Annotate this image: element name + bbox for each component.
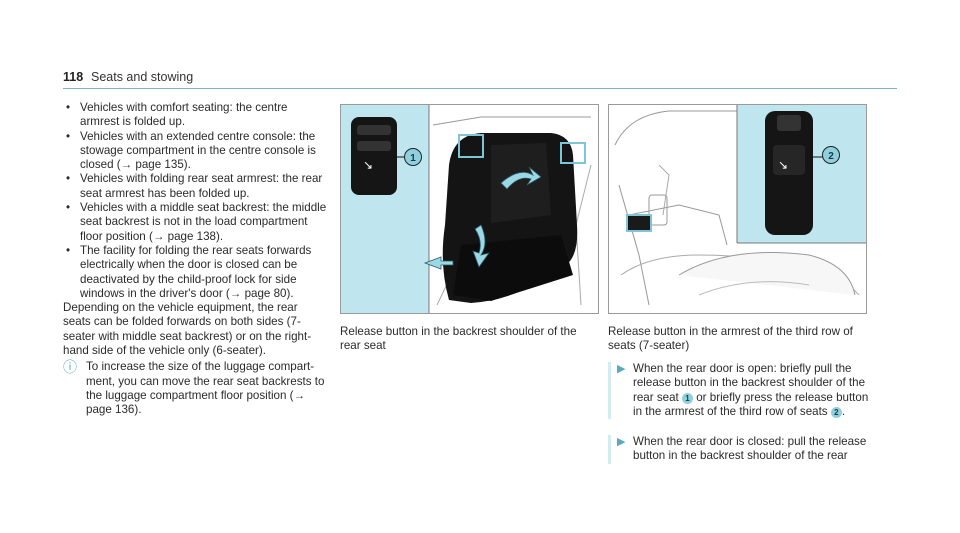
figure-1-caption: Release button in the backrest shoulder … [340,325,577,353]
figure-rear-seat: ↘ 1 [340,104,599,314]
svg-text:↘: ↘ [363,158,373,172]
page-header: 118 Seats and stowing [63,66,897,89]
figure-third-row: ↘ 2 [608,104,867,314]
svg-text:1: 1 [410,153,416,164]
step-arrow-icon: ▶ [617,363,626,375]
svg-text:2: 2 [828,151,834,162]
list-item: •Vehicles with a middle seat backrest: t… [66,201,327,243]
figure-2-caption: Release button in the armrest of the thi… [608,325,853,353]
callout-1 [404,148,422,166]
instruction-step: ▶ When the rear door is open: briefly pu… [608,362,870,420]
section-title: Seats and stowing [91,70,194,84]
list-item: •The facility for folding the rear seats… [66,243,312,300]
page-number: 118 [63,70,84,84]
step-arrow-icon: ▶ [617,436,626,449]
callout-badge-2: 2 [830,406,842,418]
info-icon: ⓘ [63,359,77,376]
third-row-illustration: ↘ 2 [614,105,866,306]
callout-badge-1: 1 [682,392,693,404]
list-item: •Vehicles with comfort seating: the cent… [66,101,288,129]
release-button-closeup [351,117,397,195]
body-paragraph: Depending on the vehicle equipment, the … [63,301,312,358]
list-item: •Vehicles with an extended centre consol… [66,129,316,172]
seat-cushion [453,235,573,301]
left-column: •Vehicles with comfort seating: the cent… [63,101,328,418]
callout-2 [822,146,840,164]
instruction-steps: ▶ When the rear door is open: briefly pu… [608,362,870,480]
rear-seat-illustration: ↘ 1 [341,105,592,313]
info-note: ⓘ To increase the size of the luggage co… [63,360,328,417]
instruction-step: ▶ When the rear door is closed: pull the… [608,435,870,464]
list-item: •Vehicles with folding rear seat armrest… [66,172,323,200]
svg-text:↘: ↘ [778,158,788,172]
condition-list: •Vehicles with comfort seating: the cent… [63,101,328,301]
info-note-text: To increase the size of the luggage comp… [86,360,325,417]
